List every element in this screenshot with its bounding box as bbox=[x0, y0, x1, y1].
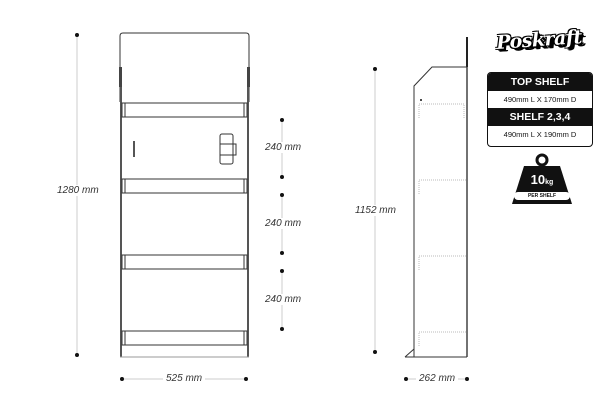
front-height-label: 1280 mm bbox=[57, 185, 99, 196]
side-depth-label: 262 mm bbox=[416, 373, 459, 384]
shelf-lip-4 bbox=[121, 330, 248, 346]
weight-value: 10kg bbox=[518, 172, 566, 187]
spec-heading-shelves: SHELF 2,3,4 bbox=[488, 108, 592, 126]
shelf-spacing-label-1: 240 mm bbox=[265, 142, 302, 153]
weight-number: 10 bbox=[530, 172, 546, 187]
shelf-lip-1 bbox=[121, 102, 248, 118]
shelf-lip-2 bbox=[121, 178, 248, 194]
clip-icon bbox=[219, 133, 237, 165]
header-panel bbox=[119, 32, 250, 102]
side-shelves bbox=[418, 103, 466, 346]
side-height-label: 1152 mm bbox=[355, 205, 396, 216]
spec-value-shelves: 490mm L X 190mm D bbox=[488, 126, 592, 143]
right-post bbox=[247, 67, 249, 357]
brand-logo: Poskraft bbox=[495, 26, 583, 54]
shelf-spacing-label-2: 240 mm bbox=[265, 218, 302, 229]
spec-value-top-shelf: 490mm L X 170mm D bbox=[488, 91, 592, 108]
spec-heading-top-shelf: TOP SHELF bbox=[488, 73, 592, 91]
shelf-spec-table: TOP SHELF 490mm L X 170mm D SHELF 2,3,4 … bbox=[487, 72, 593, 147]
front-view-unit bbox=[119, 32, 250, 358]
side-view-unit bbox=[404, 37, 468, 358]
side-profile bbox=[413, 66, 467, 357]
weight-unit: kg bbox=[545, 179, 554, 186]
shelf-spacing-label-3: 240 mm bbox=[265, 294, 302, 305]
front-width-label: 525 mm bbox=[163, 373, 206, 384]
shelf-lip-3 bbox=[121, 254, 248, 270]
panel-slot bbox=[133, 141, 135, 157]
weight-caption: PER SHELF bbox=[514, 192, 570, 200]
left-post bbox=[120, 67, 122, 357]
